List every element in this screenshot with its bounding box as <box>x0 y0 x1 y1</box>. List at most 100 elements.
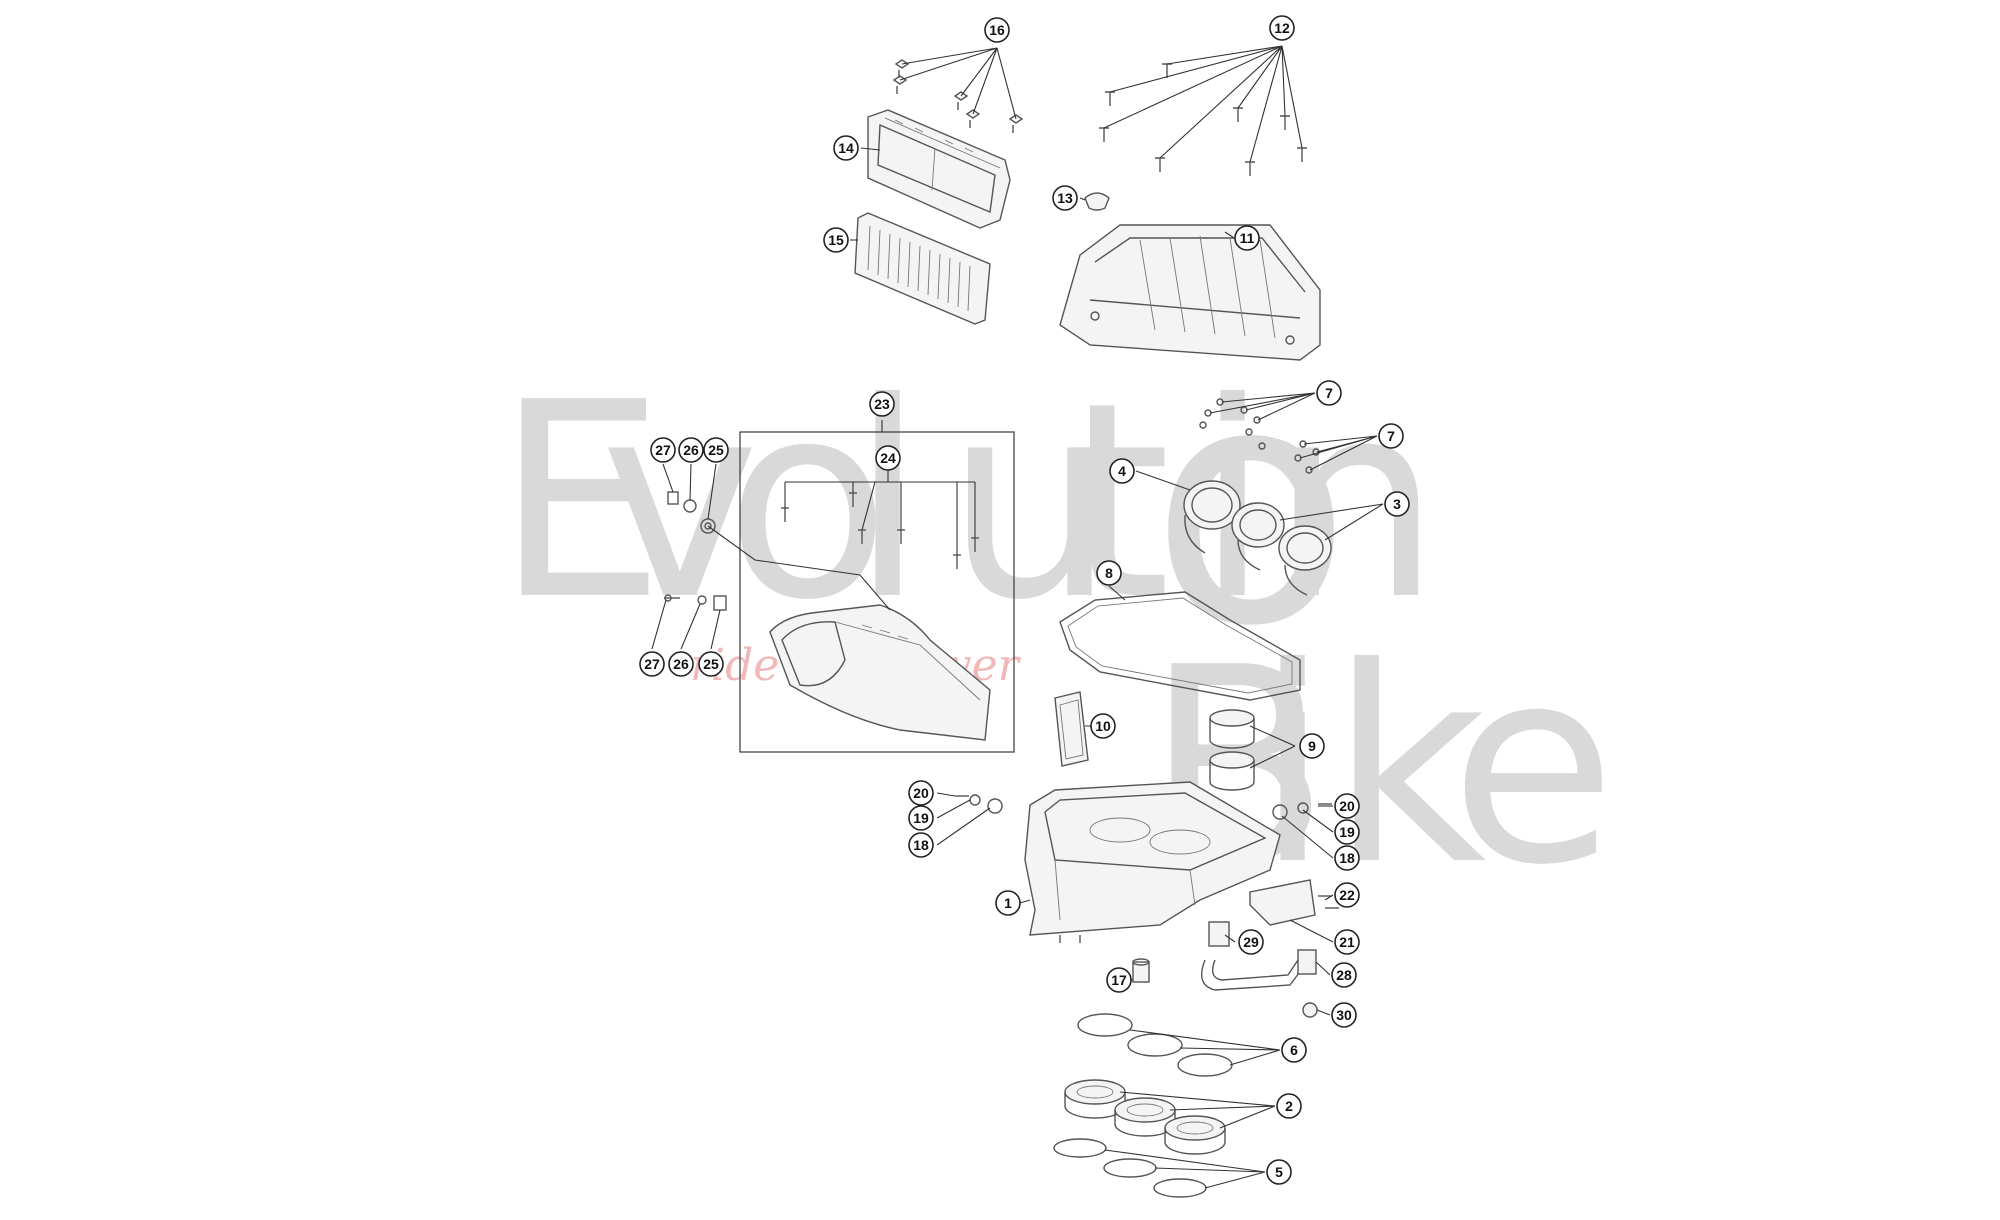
svg-text:18: 18 <box>913 837 929 853</box>
svg-text:17: 17 <box>1111 972 1127 988</box>
callout-1: 1 <box>995 890 1021 916</box>
svg-text:8: 8 <box>1105 565 1113 581</box>
callout-2: 2 <box>1276 1093 1302 1119</box>
svg-text:12: 12 <box>1274 20 1290 36</box>
svg-text:1: 1 <box>1004 895 1012 911</box>
callout-17: 17 <box>1106 967 1132 993</box>
watermark-letter-e: E <box>495 344 666 659</box>
svg-text:26: 26 <box>683 442 699 458</box>
svg-text:10: 10 <box>1095 718 1111 734</box>
part-8-gasket <box>1059 591 1301 701</box>
svg-text:7: 7 <box>1387 428 1395 444</box>
part-2-intake-rubbers <box>1064 1079 1226 1155</box>
callout-10: 10 <box>1090 713 1116 739</box>
callout-20-right: 20 <box>1334 793 1360 819</box>
svg-text:20: 20 <box>913 785 929 801</box>
part-11-airbox-cover <box>1059 224 1321 361</box>
callout-25-upper: 25 <box>703 437 729 463</box>
svg-text:27: 27 <box>655 442 671 458</box>
part-21-bracket <box>1249 879 1339 926</box>
callout-3: 3 <box>1384 491 1410 517</box>
callout-12: 12 <box>1269 15 1295 41</box>
svg-text:11: 11 <box>1240 230 1255 246</box>
watermark-letter-e2: e <box>1450 609 1616 924</box>
part-9-plugs <box>1209 709 1255 791</box>
svg-text:27: 27 <box>644 656 660 672</box>
part-3-intake-ducts <box>1231 502 1332 596</box>
callout-11: 11 <box>1234 225 1260 251</box>
callout-19-right: 19 <box>1334 819 1360 845</box>
callout-28: 28 <box>1331 962 1357 988</box>
evolution-bike-watermark: E v o l u t i o n B i k e ride the power <box>495 314 1616 924</box>
svg-text:23: 23 <box>874 396 890 412</box>
svg-text:20: 20 <box>1339 798 1355 814</box>
part-23-snorkel-assembly-box <box>739 431 1015 753</box>
svg-text:15: 15 <box>828 232 844 248</box>
part-6-o-rings <box>1077 1013 1233 1077</box>
callout-6: 6 <box>1281 1037 1307 1063</box>
parts-18-20-fasteners <box>955 794 1332 820</box>
svg-text:4: 4 <box>1118 463 1126 479</box>
svg-text:9: 9 <box>1308 738 1316 754</box>
callout-16: 16 <box>984 17 1010 43</box>
callout-18-left: 18 <box>908 832 934 858</box>
svg-text:25: 25 <box>703 656 719 672</box>
callout-22: 22 <box>1334 882 1360 908</box>
svg-text:13: 13 <box>1057 190 1073 206</box>
part-4-velocity-stack <box>1183 480 1241 554</box>
callout-29: 29 <box>1238 929 1264 955</box>
svg-text:18: 18 <box>1339 850 1355 866</box>
callout-8: 8 <box>1096 560 1122 586</box>
svg-text:6: 6 <box>1290 1042 1298 1058</box>
callout-23: 23 <box>869 391 895 417</box>
svg-text:19: 19 <box>1339 824 1355 840</box>
callout-24: 24 <box>875 445 901 471</box>
watermark-letter-t: t <box>1065 344 1171 659</box>
callout-14: 14 <box>833 135 859 161</box>
svg-text:28: 28 <box>1336 967 1352 983</box>
callout-19-left: 19 <box>908 805 934 831</box>
part-14-filter-frame <box>867 109 1011 229</box>
part-15-air-filter <box>854 212 991 325</box>
svg-text:24: 24 <box>880 450 896 466</box>
part-1-airbox-base <box>1024 781 1281 943</box>
part-13-clip <box>1084 192 1110 211</box>
callout-25-lower: 25 <box>698 651 724 677</box>
callout-18-right: 18 <box>1334 845 1360 871</box>
callout-30: 30 <box>1331 1002 1357 1028</box>
svg-text:14: 14 <box>838 140 854 156</box>
watermark-letter-u: u <box>945 344 1116 659</box>
watermark-letter-v: v <box>600 344 760 659</box>
svg-text:21: 21 <box>1339 934 1355 950</box>
svg-text:2: 2 <box>1285 1098 1293 1114</box>
svg-text:19: 19 <box>913 810 929 826</box>
watermark-letter-k: k <box>1330 609 1486 924</box>
svg-text:29: 29 <box>1243 934 1259 950</box>
callout-27-upper: 27 <box>650 437 676 463</box>
svg-text:7: 7 <box>1325 385 1333 401</box>
callout-7-lower: 7 <box>1378 423 1404 449</box>
svg-text:3: 3 <box>1393 496 1401 512</box>
svg-text:5: 5 <box>1275 1164 1283 1180</box>
part-10-seal <box>1054 691 1089 767</box>
callout-26-lower: 26 <box>668 651 694 677</box>
svg-text:30: 30 <box>1336 1007 1352 1023</box>
callout-5: 5 <box>1266 1159 1292 1185</box>
svg-text:26: 26 <box>673 656 689 672</box>
callout-20-left: 20 <box>908 780 934 806</box>
callout-26-upper: 26 <box>678 437 704 463</box>
callouts: 16 12 14 13 15 11 23 7 7 27 26 25 24 4 3… <box>639 15 1410 1185</box>
callout-13: 13 <box>1052 185 1078 211</box>
part-16-screws <box>892 59 1024 133</box>
leader-lines <box>651 45 1384 1189</box>
part-28-drain-hose <box>1201 921 1318 1018</box>
svg-text:16: 16 <box>989 22 1005 38</box>
part-5-rings <box>1053 1138 1207 1198</box>
part-12-screws <box>1099 63 1307 176</box>
svg-text:25: 25 <box>708 442 724 458</box>
callout-7-upper: 7 <box>1316 380 1342 406</box>
callout-27-lower: 27 <box>639 651 665 677</box>
callout-9: 9 <box>1299 733 1325 759</box>
callout-4: 4 <box>1109 458 1135 484</box>
